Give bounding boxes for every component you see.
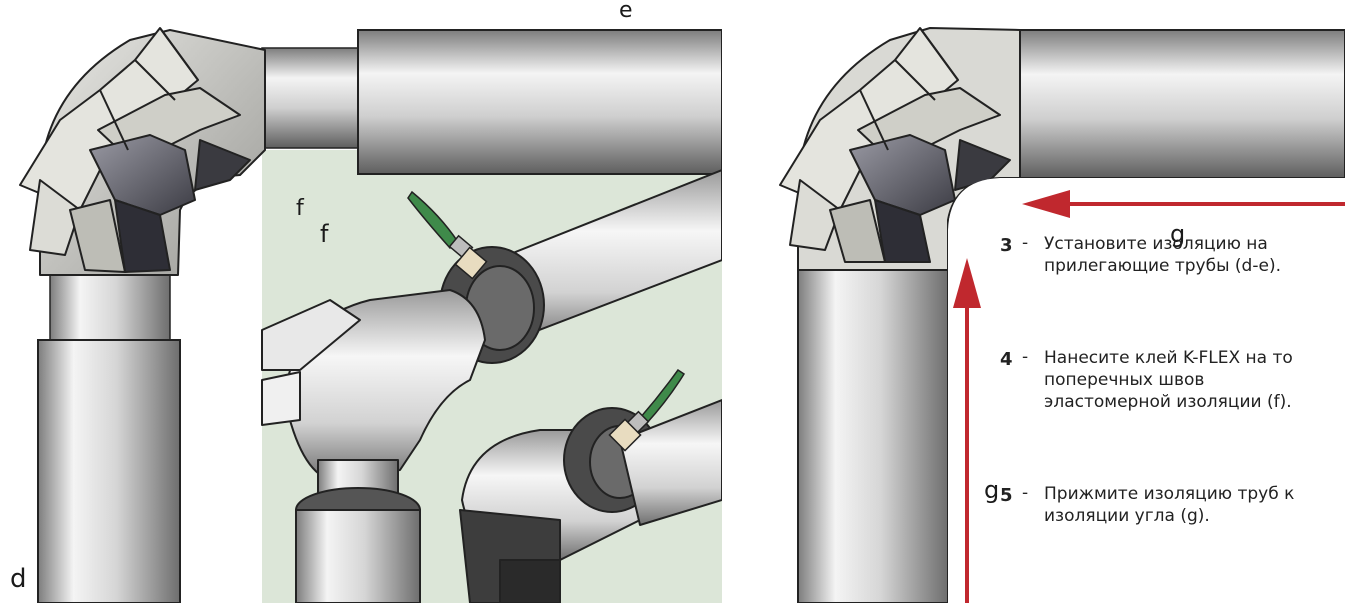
step-line: Прижмите изоляцию труб к (1044, 484, 1295, 504)
pipe-stub-left (49, 269, 171, 341)
label-f-1: f (296, 196, 304, 221)
arrow-vertical (953, 258, 981, 603)
step-line: эластомерной изоляции (f). (1044, 392, 1292, 412)
inner-region (948, 178, 1345, 603)
right-pipe-drawing (779, 27, 1345, 603)
step-text: Установите изоляцию на прилегающие трубы… (1044, 233, 1281, 277)
step-number: 3 (1000, 235, 1013, 256)
step-separator: - (1022, 483, 1029, 503)
pipe-horizontal (999, 29, 1345, 179)
elbow-insulation (19, 27, 266, 276)
brush-2 (608, 368, 686, 452)
label-g-side: g (984, 476, 1000, 504)
step-separator: - (1022, 347, 1029, 367)
step-text: Нанесите клей K-FLEX на то поперечных шв… (1044, 347, 1293, 413)
left-illustration: e f f d (10, 0, 722, 603)
label-d: d (10, 564, 27, 594)
pipe-vertical (797, 261, 949, 603)
step-line: Нанесите клей K-FLEX на то (1044, 348, 1293, 368)
pipe-e (357, 29, 722, 175)
right-illustration: g g 3 - Установите изоляцию на прилегающ… (760, 0, 1345, 603)
step-separator: - (1022, 233, 1029, 253)
step-line: поперечных швов (1044, 370, 1205, 390)
pipe-d (37, 339, 181, 603)
left-pipe-drawing (19, 27, 722, 603)
step-number: 5 (1000, 485, 1013, 506)
detail-assembly (261, 169, 722, 603)
arrow-horizontal (1022, 190, 1345, 218)
step-line: Установите изоляцию на (1044, 234, 1268, 254)
brush-1 (407, 190, 488, 280)
elbow-insulation (779, 27, 1021, 271)
label-g-top: g (1170, 220, 1186, 248)
step-text: Прижмите изоляцию труб к изоляции угла (… (1044, 483, 1294, 527)
pipe-stub-top (261, 47, 363, 149)
label-f-2: f (320, 220, 329, 248)
label-e: e (619, 0, 633, 23)
step-number: 4 (1000, 349, 1013, 370)
step-line: прилегающие трубы (d-e). (1044, 256, 1281, 276)
step-line: изоляции угла (g). (1044, 506, 1210, 526)
